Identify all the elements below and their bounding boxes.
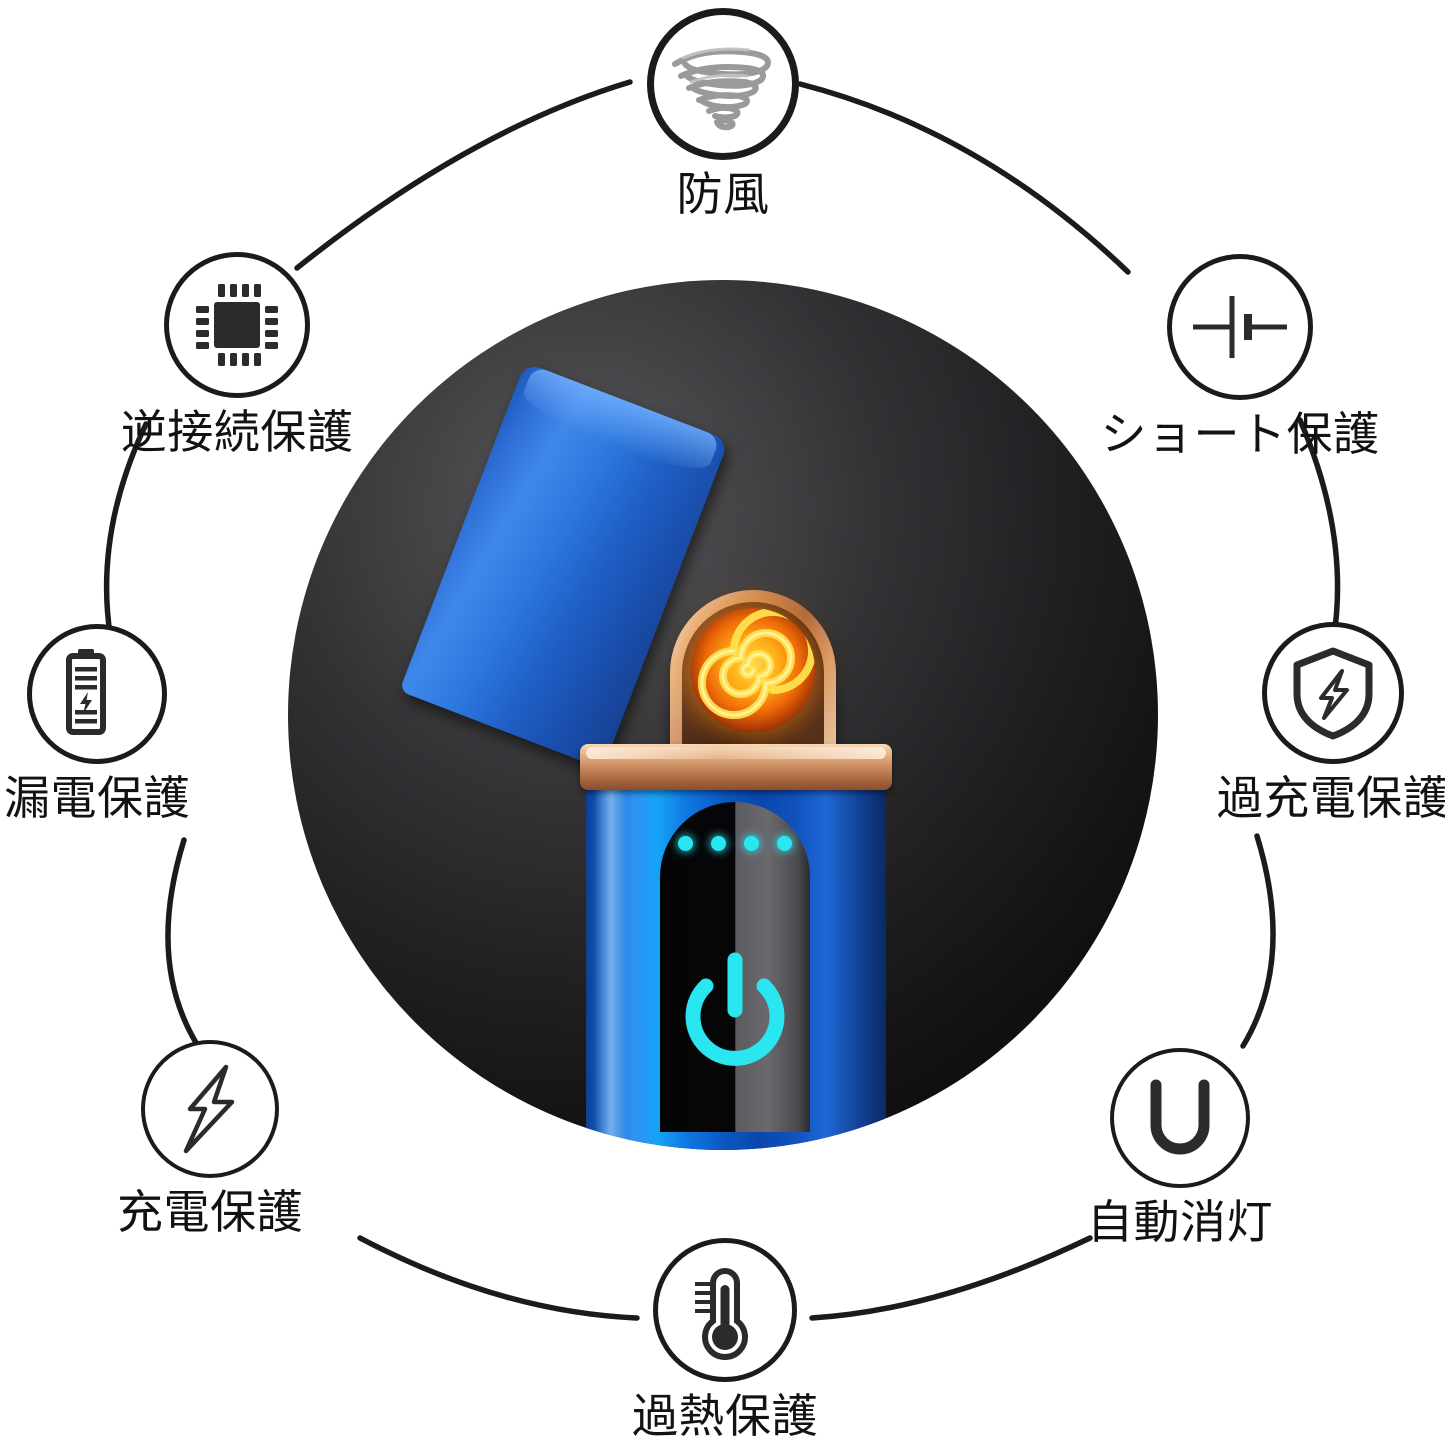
- u-shape-icon: [1110, 1048, 1250, 1188]
- feature-label: 過充電保護: [1216, 771, 1445, 825]
- feature-node-reverse-connection[interactable]: 逆接続保護: [102, 252, 372, 457]
- thermometer-icon: [653, 1238, 797, 1382]
- feature-node-overheat[interactable]: 過熱保護: [590, 1238, 860, 1441]
- led-dot: [777, 836, 792, 851]
- feature-node-short-circuit[interactable]: ショート保護: [1095, 254, 1385, 459]
- feature-label: 防風: [676, 167, 770, 221]
- led-dot: [711, 836, 726, 851]
- feature-label: ショート保護: [1100, 407, 1380, 461]
- feature-label: 充電保護: [117, 1185, 303, 1239]
- feature-node-leakage[interactable]: 漏電保護: [0, 624, 232, 823]
- lightning-bolt-icon: [141, 1040, 279, 1178]
- led-dot: [744, 836, 759, 851]
- microchip-icon: [164, 252, 310, 398]
- touch-panel[interactable]: [660, 802, 810, 1132]
- feature-node-overcharge[interactable]: 過充電保護: [1198, 622, 1445, 823]
- battery-glyph: [66, 649, 106, 735]
- u-glyph: [1150, 1079, 1210, 1155]
- bolt-glyph: [183, 1064, 235, 1154]
- feature-label: 自動消灯: [1087, 1195, 1273, 1249]
- feature-node-windproof[interactable]: 防風: [588, 8, 858, 219]
- thermometer-glyph: [695, 1267, 748, 1360]
- microchip-glyph: [196, 284, 278, 366]
- no-wind-tornado-icon: [647, 8, 799, 160]
- tornado-glyph: [672, 47, 771, 131]
- cell-symbol-glyph: [1193, 296, 1287, 358]
- power-symbol-icon[interactable]: [677, 952, 793, 1076]
- product-photo: [288, 280, 1158, 1150]
- heating-coil-icon: [691, 608, 815, 732]
- arc-chip-to-wind: [294, 79, 633, 271]
- battery-circuit-symbol-icon: [1167, 254, 1313, 400]
- shield-glyph: [1293, 647, 1373, 740]
- feature-label: 漏電保護: [4, 771, 190, 825]
- lighter-collar: [580, 744, 892, 790]
- feature-node-auto-shutoff[interactable]: 自動消灯: [1045, 1048, 1315, 1247]
- arc-charging-to-leakage: [165, 837, 201, 1049]
- feature-label: 逆接続保護: [120, 405, 354, 459]
- battery-led-indicators: [660, 836, 810, 851]
- battery-bolt-icon: [27, 624, 167, 764]
- arc-overcharge-to-auto: [1240, 833, 1276, 1049]
- feature-node-charging[interactable]: 充電保護: [75, 1040, 345, 1237]
- feature-label: 過熱保護: [632, 1389, 818, 1443]
- lighter-body-group: [580, 590, 892, 1150]
- led-dot: [678, 836, 693, 851]
- shield-bolt-icon: [1262, 622, 1404, 764]
